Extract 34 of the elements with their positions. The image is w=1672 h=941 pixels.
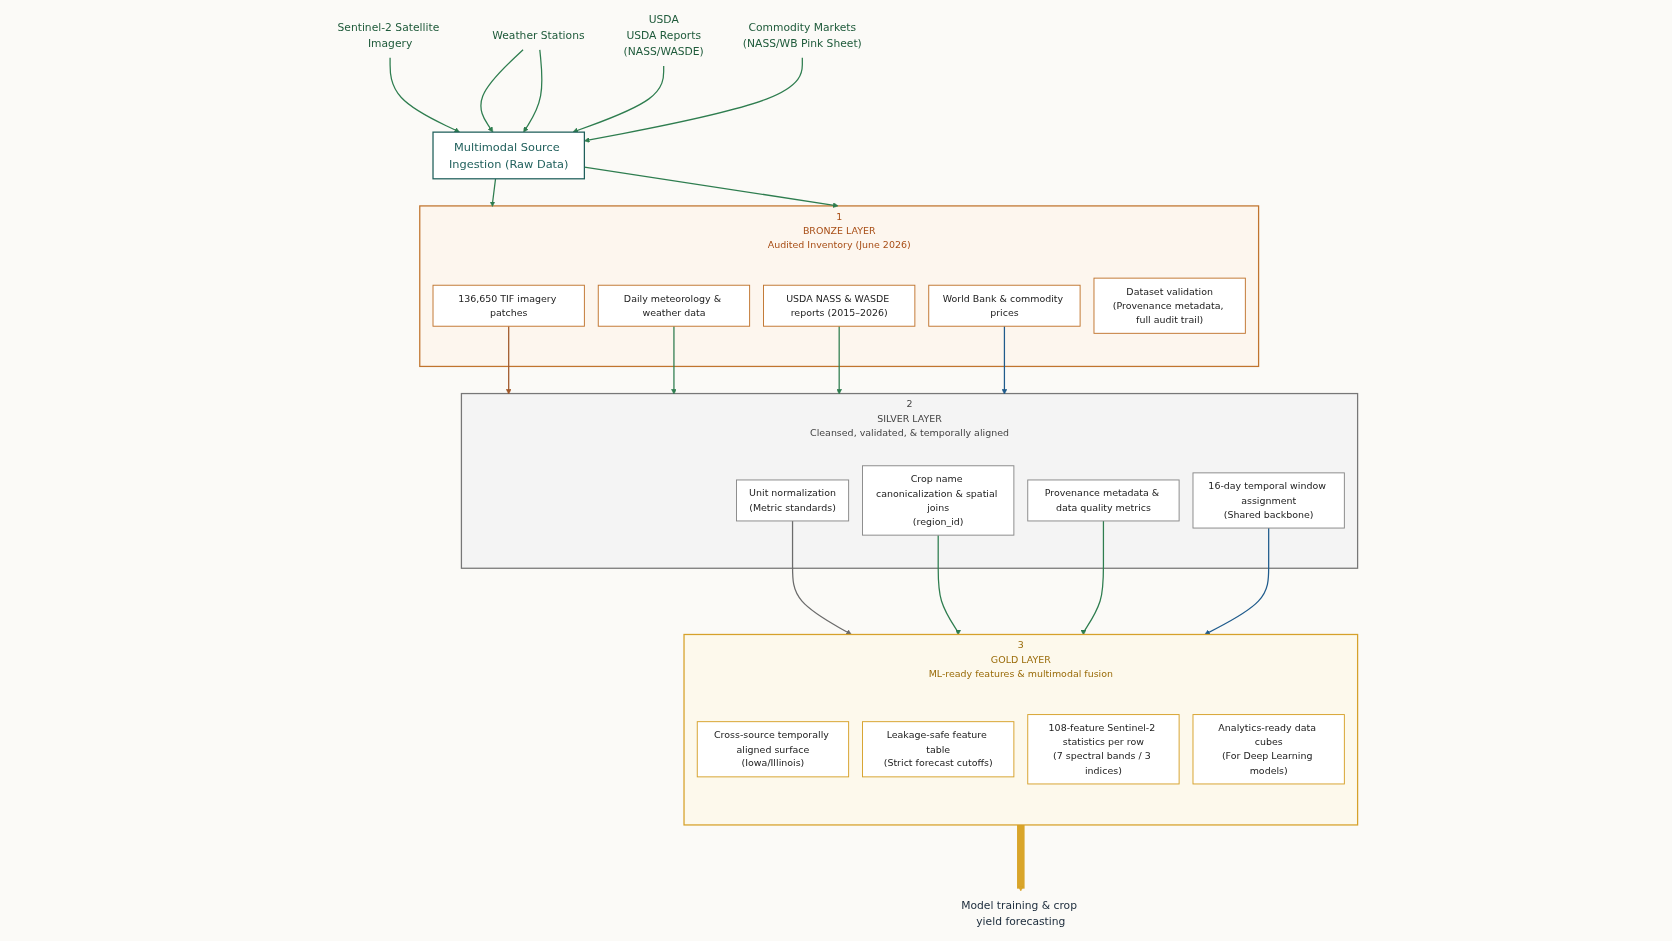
arrow [791, 520, 852, 635]
arrow [1001, 325, 1008, 395]
arrow [389, 57, 460, 133]
node-text: Weather Stations [492, 28, 585, 42]
node-box: 136,650 TIF imagery patches [432, 284, 585, 327]
arrow [1080, 520, 1105, 636]
arrow [671, 325, 677, 395]
node-box: 16-day temporal window assignment (Shared backbone) [1192, 472, 1345, 529]
arrow [523, 49, 543, 133]
arrow [584, 57, 803, 143]
arrow [937, 534, 961, 636]
node-box: Cross-source temporally aligned surface (Iowa/Illinois) [696, 721, 850, 778]
node-box: World Bank & commodity prices [928, 284, 1081, 327]
node-text: USDA USDA Reports (NASS/WASDE) [623, 12, 704, 58]
arrow [505, 325, 512, 395]
arrow [480, 49, 524, 133]
node-box: 108-feature Sentinel-2 statistics per row (7 spectral bands / 3 indices) [1027, 714, 1180, 785]
node-box: Multimodal Source Ingestion (Raw Data) [432, 131, 585, 180]
arrow [1204, 527, 1270, 635]
arrow [836, 325, 842, 395]
node-box: Crop name canonicalization & spatial joins (region_id) [862, 465, 1015, 536]
node-box: Leakage-safe feature table (Strict forecast cutoffs) [862, 721, 1015, 778]
arrow [572, 65, 665, 134]
node-text: Model training & crop yield forecasting [961, 898, 1077, 928]
node-box: Daily meteorology & weather data [597, 284, 751, 327]
arrow [1017, 824, 1025, 892]
node-text: Commodity Markets (NASS/WB Pink Sheet) [742, 20, 862, 50]
node-box: Analytics-ready data cubes (For Deep Learning models) [1192, 714, 1345, 785]
node-text: Sentinel-2 Satellite Imagery [337, 20, 440, 50]
arrow [489, 178, 497, 207]
node-box: USDA NASS & WASDE reports (2015–2026) [763, 284, 916, 327]
node-box: Provenance metadata & data quality metrics [1027, 479, 1180, 522]
node-box: Unit normalization (Metric standards) [736, 479, 850, 522]
node-box: Dataset validation (Provenance metadata, full audit trail) [1093, 277, 1246, 334]
